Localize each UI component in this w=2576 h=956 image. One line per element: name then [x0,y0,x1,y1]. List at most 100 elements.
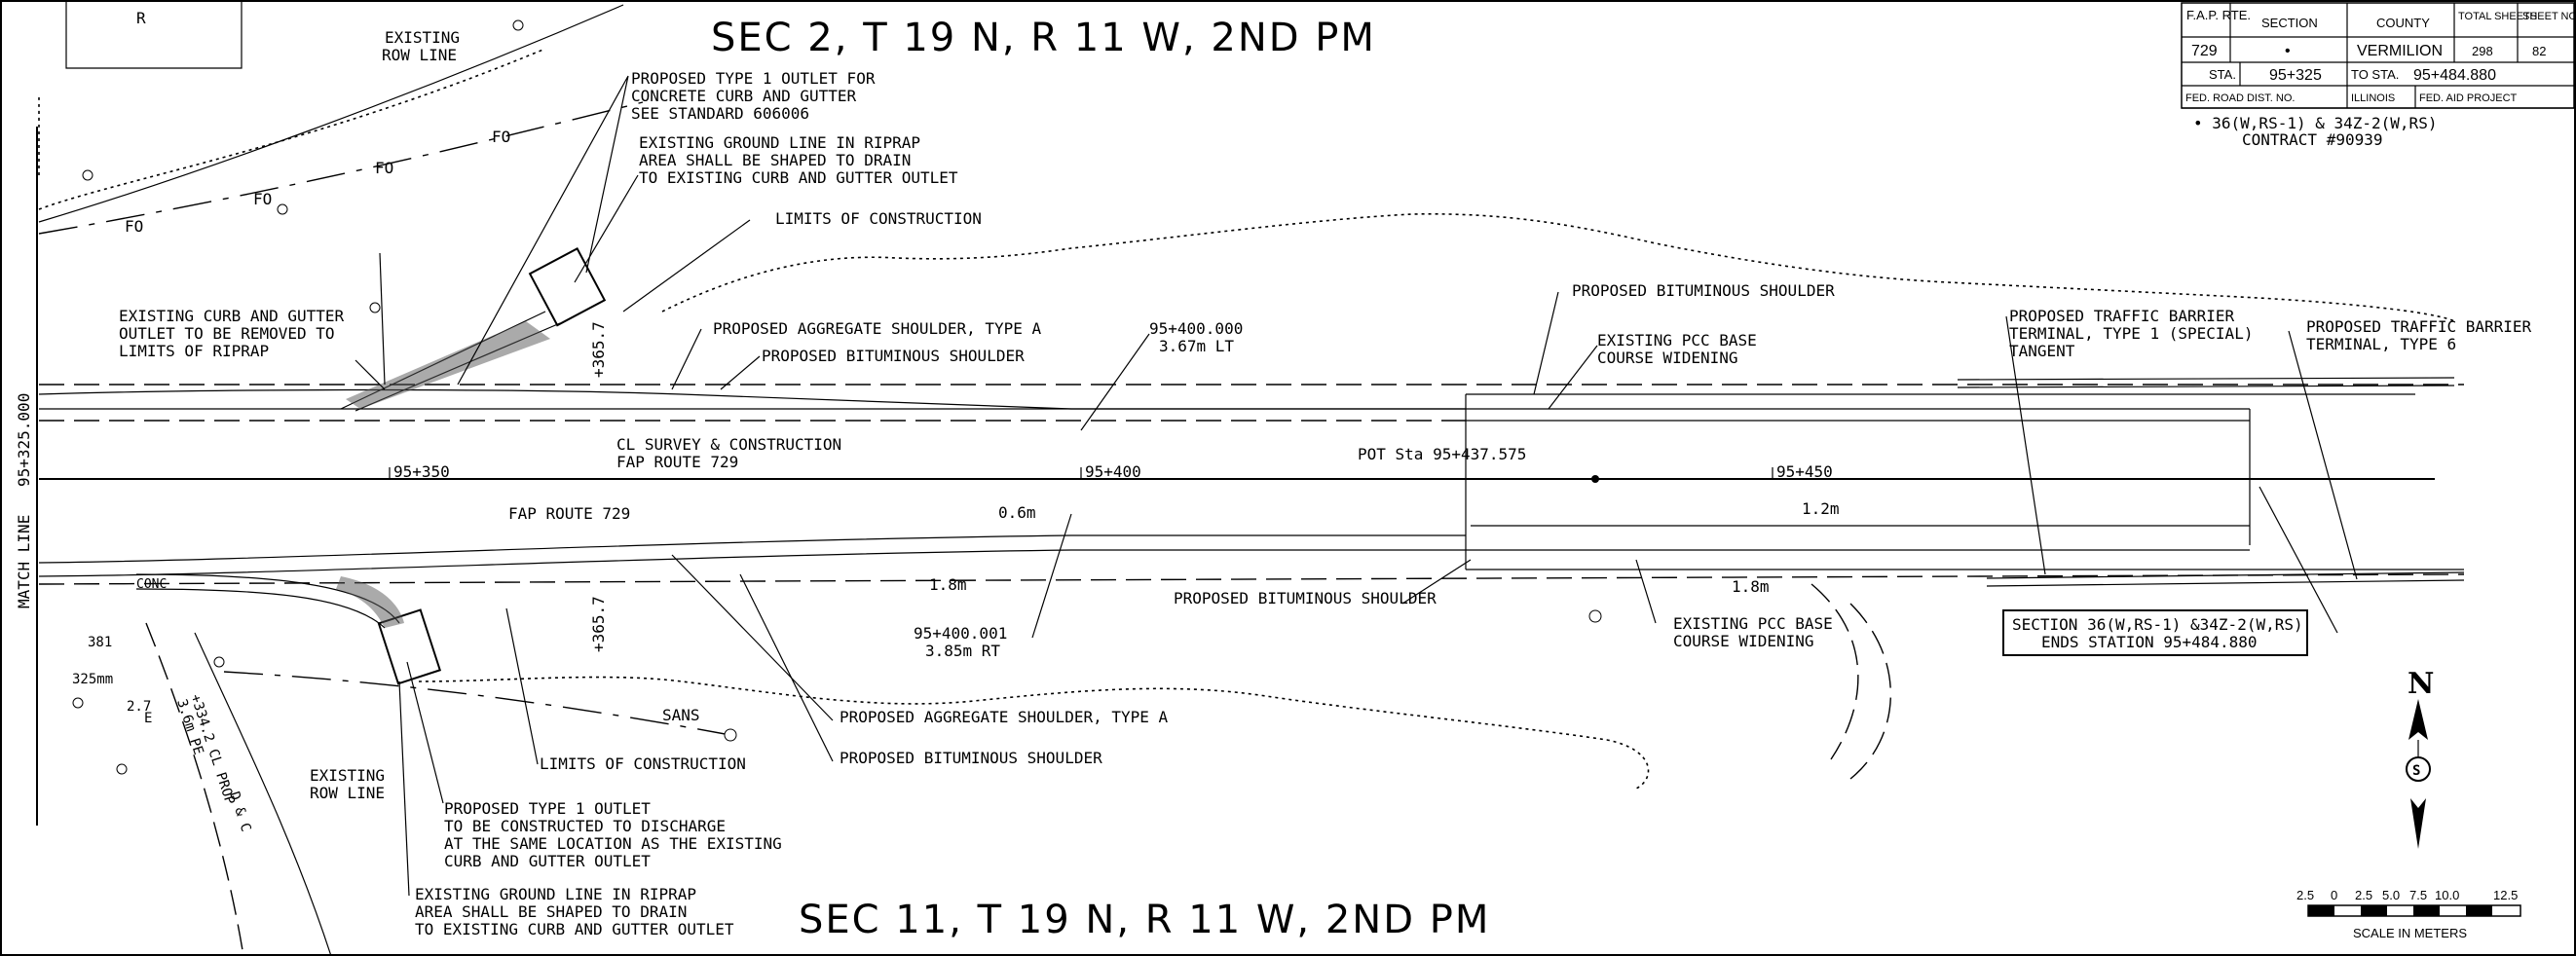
station-95-450: 95+450 [1776,462,1833,481]
offset-1-2m: 1.2m [1802,499,1840,518]
agg-shoulder-label-top: PROPOSED AGGREGATE SHOULDER, TYPE A [713,319,1042,338]
survey-markers [72,19,1602,775]
existing-building-outline [65,2,243,69]
offset-1-8m-left: 1.8m [929,575,967,594]
limits-label-top: LIMITS OF CONSTRUCTION [775,209,982,228]
dim-381: 381 [88,635,112,650]
riprap-outlet-bottom [135,573,442,685]
traffic-barrier-bottom [1986,571,2465,587]
ground-riprap-label-bottom-3: TO EXISTING CURB AND GUTTER OUTLET [415,920,734,938]
tb-state: ILLINOIS [2351,92,2395,104]
riprap-outlet-top [340,247,607,412]
pcc-widening-label-bottom-2: COURSE WIDENING [1673,632,1814,650]
leader-lines [355,75,2358,897]
ground-riprap-label-bottom-2: AREA SHALL BE SHAPED TO DRAIN [415,902,687,921]
limits-label-bottom: LIMITS OF CONSTRUCTION [540,754,746,773]
barrier-type1-label-2: TERMINAL, TYPE 1 (SPECIAL) [2009,324,2253,343]
outlet-bottom-label-3: AT THE SAME LOCATION AS THE EXISTING [444,834,782,853]
tb-sta-to: 95+484.880 [2413,67,2496,84]
ground-riprap-label-bottom-1: EXISTING GROUND LINE IN RIPRAP [415,885,696,903]
conc-label: CONC [136,577,167,592]
roadway-edges [38,384,2465,780]
outlet-bottom-label-1: PROPOSED TYPE 1 OUTLET [444,799,651,818]
north-badge-letter: S [2412,763,2420,779]
existing-row-label-bottom-2: ROW LINE [310,784,385,802]
sanitary-line [223,671,731,736]
scale-caption: SCALE IN METERS [2353,926,2467,940]
d-and-c-label: D & C [226,790,253,833]
tb-total-value: 298 [2472,44,2493,58]
outlet-bottom-label-4: CURB AND GUTTER OUTLET [444,852,651,870]
tb-route-value: 729 [2191,43,2218,59]
tb-to-sta-label: TO STA. [2351,67,2399,82]
offset-3-67-lt: 3.67m LT [1159,337,1234,355]
tb-sheet-value: 82 [2532,44,2546,58]
barrier-type1-label-1: PROPOSED TRAFFIC BARRIER [2009,307,2235,325]
bit-shoulder-label-top: PROPOSED BITUMINOUS SHOULDER [762,347,1025,365]
barrier-type1-label-3: TANGENT [2009,342,2075,360]
north-arrow-badge [2406,756,2431,782]
match-line-station: 95+325.000 [15,393,33,487]
e-mark: E [144,711,152,726]
tb-fed-aid: FED. AID PROJECT [2419,92,2518,104]
fo-label-3: FO [375,159,393,177]
scale-tick-5: 10.0 [2435,888,2459,902]
curb-gutter-label-3: LIMITS OF RIPRAP [119,342,269,360]
tb-header-section: SECTION [2261,16,2318,30]
limits-of-construction-top [661,213,2455,322]
bit-shoulder-label-bottom-right: PROPOSED BITUMINOUS SHOULDER [1174,589,1437,607]
existing-row-line-bottom [194,632,332,956]
scale-tick-4: 7.5 [2409,888,2427,902]
section-heading-bottom: SEC 11, T 19 N, R 11 W, 2ND PM [799,898,1490,942]
curb-gutter-label-1: EXISTING CURB AND GUTTER [119,307,345,325]
annotations: EXISTING ROW LINE PROPOSED TYPE 1 OUTLET… [72,28,2532,938]
tb-sta-label: STA. [2209,67,2236,82]
existing-row-label-top-2: ROW LINE [382,46,457,64]
dim-325mm: 325mm [72,672,113,687]
ground-riprap-label-top-3: TO EXISTING CURB AND GUTTER OUTLET [639,168,958,187]
limits-of-construction-bottom [418,676,1650,790]
sanitary-manhole [724,728,737,742]
pot-point-marker [1591,475,1599,483]
scale-tick-3: 5.0 [2382,888,2400,902]
fiber-optic-line: FO FO FO FO [38,101,644,236]
ends-station-label-1: SECTION 36(W,RS-1) &34Z-2(W,RS) [2012,615,2303,634]
scale-tick-6: 12.5 [2493,888,2518,902]
pot-station-label: POT Sta 95+437.575 [1358,445,1526,463]
tb-sta-from: 95+325 [2269,67,2322,84]
traffic-barrier-top [1957,377,2455,388]
match-line: MATCH LINE 95+325.000 [15,127,38,826]
offset-0-6m: 0.6m [998,503,1036,522]
north-arrow: N S [2406,667,2434,849]
outlet-type1-label-1: PROPOSED TYPE 1 OUTLET FOR [631,69,876,88]
tb-section-value: • [2285,43,2291,59]
pcc-widening-label-top-2: COURSE WIDENING [1597,349,1738,367]
section-heading-top: SEC 2, T 19 N, R 11 W, 2ND PM [711,16,1376,60]
existing-row-label-bottom-1: EXISTING [310,766,385,785]
station-ticks [389,467,1773,483]
scale-tick-2: 2.5 [2355,888,2372,902]
station-95-400-rt: 95+400.001 [914,624,1007,643]
scale-bar: 2.5 0 2.5 5.0 7.5 10.0 12.5 SCALE IN MET… [2296,888,2521,940]
fo-label-4: FO [492,128,510,146]
pe-line [145,622,244,956]
agg-shoulder-label-bottom: PROPOSED AGGREGATE SHOULDER, TYPE A [840,708,1169,726]
ground-riprap-label-top-1: EXISTING GROUND LINE IN RIPRAP [639,133,920,152]
dim-2-7: 2.7 [127,699,151,715]
ends-station-label-2: ENDS STATION 95+484.880 [2041,633,2258,651]
elevation-top: +365.7 [589,321,608,378]
outlet-type1-label-3: SEE STANDARD 606006 [631,104,809,123]
pcc-widening-label-top-1: EXISTING PCC BASE [1597,331,1757,349]
ground-riprap-label-top-2: AREA SHALL BE SHAPED TO DRAIN [639,151,911,169]
scale-tick-0: 2.5 [2296,888,2314,902]
tb-header-total: TOTAL SHEETS [2458,11,2537,22]
station-95-400: 95+400 [1085,462,1141,481]
tb-county-value: VERMILION [2357,43,2443,59]
outlet-type1-label-2: CONCRETE CURB AND GUTTER [631,87,857,105]
offset-3-85-rt: 3.85m RT [925,642,1000,660]
station-95-400-lt: 95+400.000 [1149,319,1243,338]
bit-shoulder-label-top-right: PROPOSED BITUMINOUS SHOULDER [1572,281,1835,300]
r-mark: R [136,9,146,27]
curb-gutter-label-2: OUTLET TO BE REMOVED TO [119,324,335,343]
